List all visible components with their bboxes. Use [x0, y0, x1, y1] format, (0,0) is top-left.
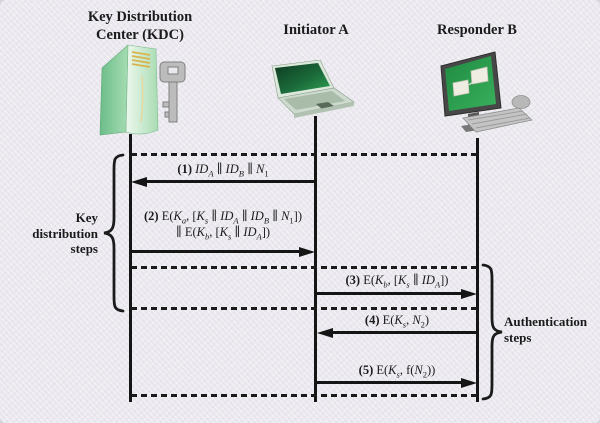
kdc-lifeline: [129, 134, 132, 402]
dashed-separator-after-msg3: [131, 307, 477, 310]
message-4-label: (4) E(Ks, N2): [364, 313, 430, 330]
screen-window-2: [470, 66, 489, 85]
server-crease: [140, 75, 144, 123]
message-2-arrow: [131, 245, 315, 258]
initiator-lifeline: [314, 116, 317, 402]
dashed-separator-after-msg2: [131, 266, 477, 269]
arrowhead-left-icon: [317, 327, 333, 338]
message-4-arrow: [317, 326, 477, 339]
message-1-arrow: [131, 175, 315, 188]
responder-title: Responder B: [437, 22, 517, 38]
keyboard: [462, 107, 533, 133]
arrowhead-right-icon: [461, 377, 477, 388]
laptop-screen: [275, 63, 330, 94]
screen-window-1: [452, 79, 470, 97]
key-distribution-brace: [103, 153, 125, 313]
server-vents: [131, 51, 151, 68]
dashed-separator-bottom: [131, 394, 477, 397]
key-hole: [167, 66, 179, 75]
initiator-title: Initiator A: [283, 22, 349, 38]
key-distribution-steps-label: Key distribution steps: [32, 210, 98, 256]
laptop-trackpad: [316, 102, 334, 109]
message-3-arrow: [317, 287, 477, 300]
responder-lifeline: [476, 138, 479, 402]
dashed-separator-top: [131, 153, 477, 156]
laptop-icon: [271, 60, 355, 118]
message-5-arrow: [317, 376, 477, 389]
mouse: [511, 95, 531, 109]
arrowhead-right-icon: [461, 288, 477, 299]
kdc-title: Key Distribution Center (KDC): [55, 8, 225, 44]
keyboard-keys: [467, 110, 531, 129]
desktop-computer-icon: [440, 51, 533, 133]
kdc-title-line1: Key Distribution: [87, 9, 193, 25]
arrowhead-left-icon: [131, 176, 147, 187]
message-2-label: (2) E(Ka, [Ks ∥ IDA ∥ IDB ∥ N1]) ∥ E(Kb,…: [143, 209, 302, 242]
authentication-brace: [481, 263, 503, 401]
laptop-front-edge: [294, 102, 354, 118]
arrowhead-right-icon: [299, 246, 315, 257]
server-tower-icon: [99, 44, 159, 136]
message-5-label: (5) E(Ks, f(N2)): [358, 363, 436, 380]
message-3-label: (3) E(Kb, [Ks ∥ IDA]): [345, 273, 449, 290]
server-front-panel: [125, 44, 159, 135]
server-side-panel: [99, 44, 129, 136]
key-icon: [159, 61, 186, 123]
laptop-keyboard: [284, 91, 345, 110]
authentication-steps-label: Authentication steps: [504, 314, 588, 345]
message-1-label: (1) IDA ∥ IDB ∥ N1: [177, 162, 269, 179]
kdc-title-line2: Center (KDC): [96, 27, 184, 43]
